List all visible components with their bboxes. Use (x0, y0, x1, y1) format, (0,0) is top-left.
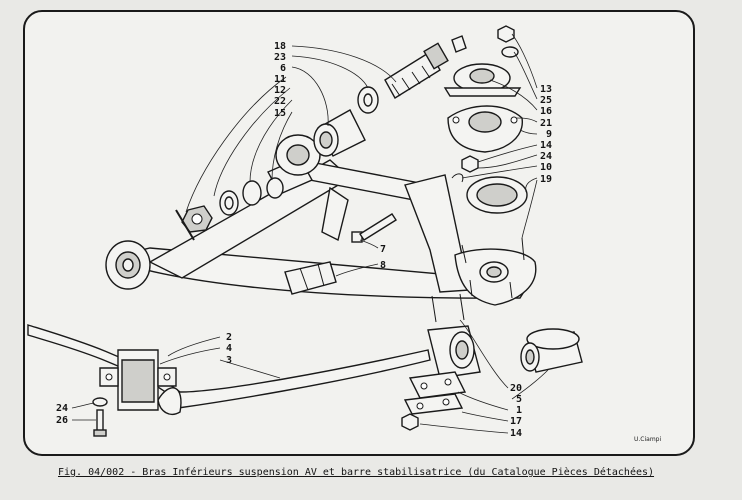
bushing-6 (313, 109, 366, 157)
callout-7: 7 (380, 244, 386, 255)
callout-15: 15 (274, 108, 286, 119)
pivot-shaft-assembly (219, 134, 321, 216)
arm-front-bushing (105, 240, 151, 290)
callout-24: 24 (540, 151, 552, 162)
callout-22: 22 (274, 96, 286, 107)
nut-14-lower (401, 413, 419, 431)
link-rod (284, 261, 337, 295)
nut-13 (497, 25, 515, 43)
bolt-7 (351, 213, 397, 243)
bushing-mount-1 (408, 293, 481, 399)
bolt-26 (92, 397, 108, 437)
callout-11: 11 (274, 74, 286, 85)
callout-2: 2 (226, 332, 232, 343)
callout-19: 19 (540, 174, 552, 185)
washer-23 (357, 86, 379, 114)
callout-24-lower: 24 (56, 403, 68, 414)
callout-6: 6 (280, 63, 286, 74)
callout-14: 14 (540, 140, 552, 151)
figure-caption: Fig. 04/002 - Bras Inférieurs suspension… (58, 467, 655, 478)
callout-26: 26 (56, 415, 68, 426)
callout-numbers: 18 23 6 11 12 22 15 13 25 16 21 9 14 24 … (56, 41, 552, 439)
washer-25 (501, 46, 519, 58)
callout-5: 5 (516, 394, 522, 405)
callout-9: 9 (546, 129, 552, 140)
callout-4: 4 (226, 343, 232, 354)
callout-21: 21 (540, 118, 552, 129)
callout-3: 3 (226, 355, 232, 366)
callout-17: 17 (510, 416, 522, 427)
plate-17 (403, 393, 464, 415)
housing-21 (447, 105, 523, 153)
callout-18: 18 (274, 41, 286, 52)
callout-20: 20 (510, 383, 522, 394)
ring-19 (466, 176, 528, 214)
bushing-5 (520, 328, 583, 373)
washer-10 (451, 173, 464, 183)
callout-14-lower: 14 (510, 428, 522, 439)
callout-23: 23 (274, 52, 286, 63)
callout-8: 8 (380, 260, 386, 271)
callout-12: 12 (274, 85, 286, 96)
callout-leaders (71, 33, 549, 434)
stabilizer-clamp (99, 349, 177, 411)
nut-14 (461, 155, 479, 173)
castle-nut (175, 205, 213, 241)
callout-13: 13 (540, 84, 552, 95)
callout-16: 16 (540, 106, 552, 117)
callout-25: 25 (540, 95, 552, 106)
mount-plate-16 (443, 63, 522, 97)
artist-signature: U.Ciampi (634, 436, 662, 443)
callout-1: 1 (516, 405, 522, 416)
callout-10: 10 (540, 162, 552, 173)
threaded-bolt-18 (384, 35, 467, 99)
